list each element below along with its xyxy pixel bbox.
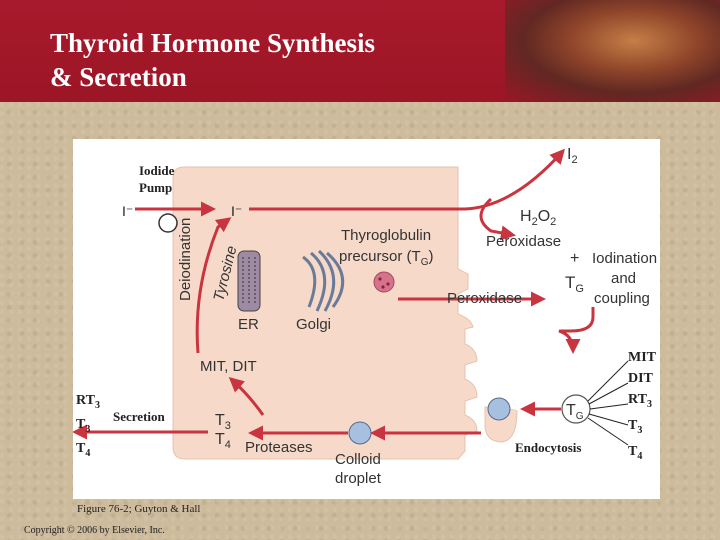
thyroid-diagram: Iodide Pump I⁻ I⁻ I2 H2O2 Peroxidase + T… [73, 139, 660, 499]
colloid-hormone-rt3: RT3 [628, 392, 652, 410]
peroxidase-curve-arrow [479, 197, 516, 241]
iodination-label-3: coupling [594, 290, 650, 307]
thyroglobulin-vesicle [373, 271, 395, 293]
iodide-pump [158, 213, 178, 233]
golgi-label: Golgi [296, 316, 331, 333]
peroxidase-label-middle: Peroxidase [447, 290, 522, 307]
colloid-hormone-t4: T4 [628, 443, 643, 462]
thyroglobulin-precursor-label-2: precursor (TG) [339, 248, 433, 268]
hydrogen-peroxide-label: H2O2 [520, 208, 556, 228]
title-line-2: & Secretion [50, 62, 187, 92]
iodide-outer-label: I⁻ [122, 203, 133, 219]
header-artwork [505, 0, 720, 102]
follicular-cell [172, 166, 478, 460]
t3-label-center: T3 [215, 412, 231, 432]
t4-label-center: T4 [215, 431, 231, 451]
vesicle-dot [381, 285, 385, 289]
iodide-inner-label: I⁻ [231, 203, 242, 219]
secreted-hormone-t4: T4 [76, 440, 91, 459]
golgi-apparatus [302, 249, 345, 312]
iodination-label-2: and [611, 270, 636, 287]
er-label: ER [238, 316, 259, 333]
iodination-down-arrow [558, 307, 595, 354]
thyroglobulin-precursor-label-1: Thyroglobulin [341, 227, 431, 244]
colloid-hormone-dit: DIT [628, 371, 653, 386]
iodide-pump-label-1: Iodide [139, 163, 175, 178]
tyrosine-recycle-arrow [195, 217, 232, 354]
endoplasmic-reticulum [237, 250, 261, 312]
peroxidase-label-top: Peroxidase [486, 233, 561, 250]
colloid-hormone-t3: T3 [628, 417, 643, 436]
title-line-1: Thyroid Hormone Synthesis [50, 28, 376, 58]
secreted-hormones-list: RT3 T3 T4 [76, 391, 100, 462]
colloid-droplet-label-1: Colloid [335, 451, 381, 468]
figure-caption: Figure 76-2; Guyton & Hall [77, 503, 201, 515]
iodide-apical-arrow [249, 148, 565, 211]
hormone-fan-lines [587, 360, 629, 446]
secreted-hormone-rt3: RT3 [76, 393, 100, 411]
colloid-tg-label: TG [566, 402, 584, 422]
plus-sign: + [570, 250, 579, 267]
iodide-pump-label-2: Pump [139, 180, 172, 195]
thyroglobulin-label: TG [565, 273, 584, 295]
vesicle-dot [378, 277, 382, 281]
mit-dit-label: MIT, DIT [200, 358, 257, 375]
title-bar: Thyroid Hormone Synthesis & Secretion [0, 0, 720, 102]
colloid-hormone-mit: MIT [628, 350, 656, 365]
iodine-label: I2 [567, 146, 578, 166]
colloid-droplet [348, 421, 372, 445]
colloid-hormones-list: MIT DIT RT3 T3 T4 [628, 347, 656, 466]
copyright-notice: Copyright © 2006 by Elsevier, Inc. [24, 525, 165, 536]
colloid-droplet-label-2: droplet [335, 470, 382, 487]
secretion-label: Secretion [113, 409, 166, 424]
secreted-hormone-t3: T3 [76, 416, 91, 435]
t3t4-to-mitdit-arrow [228, 377, 265, 416]
proteases-label: Proteases [245, 439, 313, 456]
vesicle-dot [386, 282, 390, 286]
endocytic-vesicle [487, 397, 511, 421]
endocytosis-label: Endocytosis [515, 440, 581, 455]
iodination-label-1: Iodination [592, 250, 657, 267]
deiodination-label: Deiodination [177, 218, 194, 301]
slide-title: Thyroid Hormone Synthesis & Secretion [50, 26, 375, 94]
